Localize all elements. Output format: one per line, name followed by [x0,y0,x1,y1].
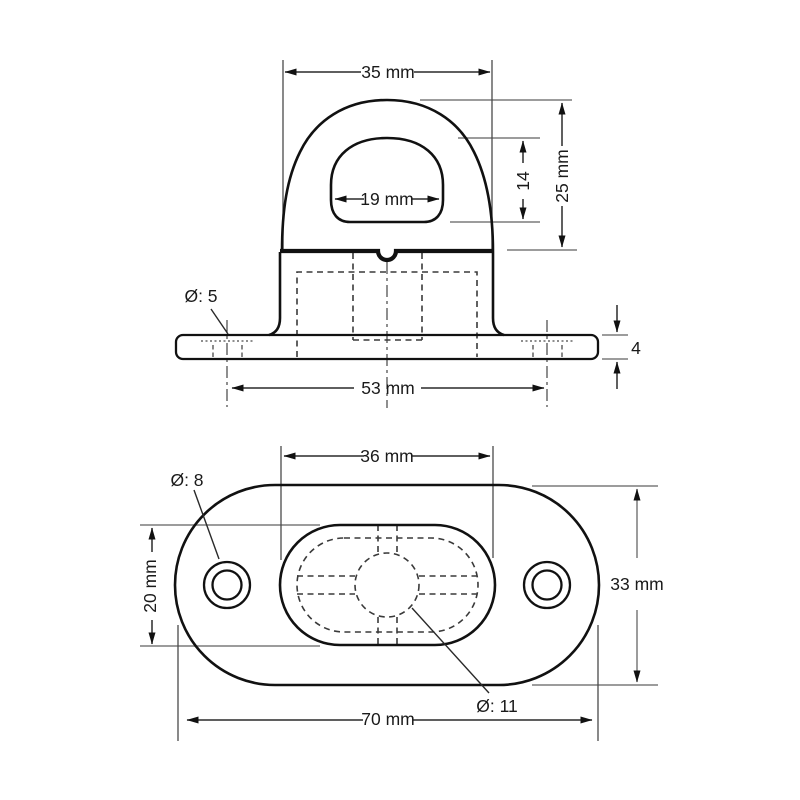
dim-label-pocket-width: 36 mm [360,446,413,466]
dim-label-plate-thickness: 4 [631,338,641,358]
ext-line-flange-thickness [602,334,628,360]
left-hole-counterbore [202,560,252,610]
dim-label-loop-width: 35 mm [361,62,414,82]
body-top-edge [280,248,493,263]
pocket-outline [278,523,497,647]
baseplate-outline [173,483,601,687]
dim-label-hole-diameter-front: Ø: 5 [184,286,217,306]
loop-opening-outline [329,136,445,224]
dim-label-hole-spacing: 53 mm [361,378,414,398]
body-right-side [491,252,505,337]
dim-label-overall-length: 70 mm [361,709,414,729]
leader-line-dia11 [411,607,490,694]
dim-label-hole-diameter-plan: Ø: 8 [170,470,203,490]
dim-label-opening-height: 14 [513,171,533,191]
flange-outline [174,333,600,361]
hidden-center-hole [354,552,420,618]
front-view: 35 mm 19 mm 14 25 mm Ø: 5 53 mm 4 [174,60,641,408]
dim-label-loop-height: 25 mm [552,149,572,202]
ext-line-pocket-width [280,446,494,560]
dim-label-overall-width: 33 mm [610,574,663,594]
body-left-side [268,252,282,337]
hidden-center-hole-outline [352,253,423,341]
loop-outline [280,98,495,253]
dim-label-pocket-height: 20 mm [140,559,160,612]
right-hole [531,569,563,601]
hidden-inner-obround [296,537,479,633]
dim-label-center-hole-diameter: Ø: 11 [476,696,518,716]
right-hole-counterbore [522,560,572,610]
plan-view: 36 mm Ø: 8 20 mm 33 mm 70 mm Ø: 11 [140,446,664,741]
dim-label-opening-width: 19 mm [360,189,413,209]
leader-line-dia8 [193,489,220,560]
ext-line-overall-length [177,625,599,741]
ext-line-overall-width [532,485,658,686]
left-hole [211,569,243,601]
hidden-pocket-outline [296,271,478,357]
leader-line-dia5 [210,308,229,335]
hidden-cross-slot [297,525,478,645]
ext-line-pocket-height [140,524,320,647]
